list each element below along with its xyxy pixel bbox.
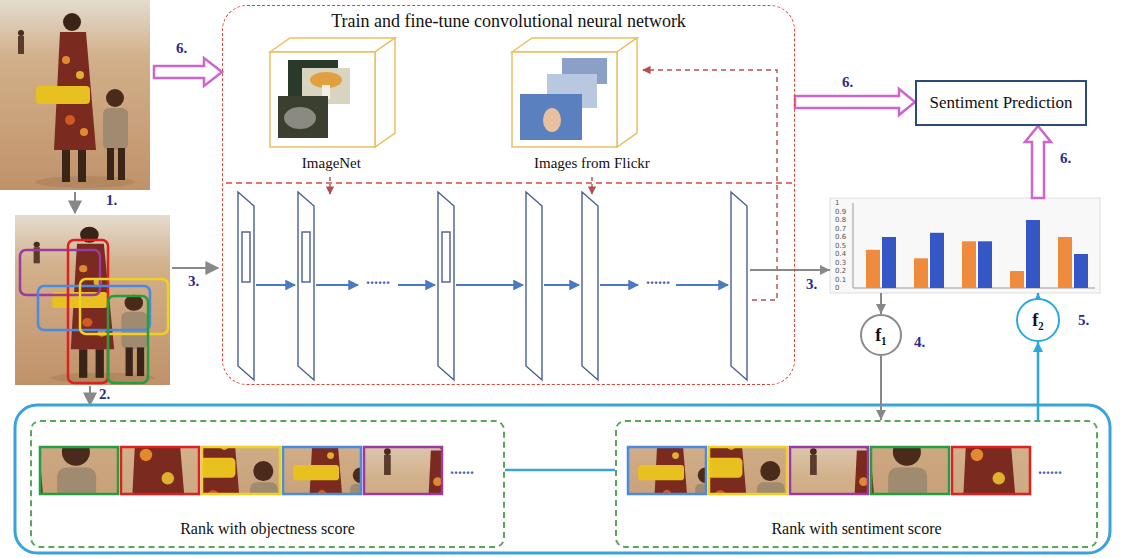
connector <box>876 356 886 420</box>
hollow-arrow <box>795 89 915 115</box>
axis-tick: 0.1 <box>835 276 846 284</box>
box-title: Train and fine-tune convolutional neural… <box>331 11 686 32</box>
hollow-arrow <box>1025 126 1051 198</box>
dataset-box: ImageNet <box>261 34 401 174</box>
connector <box>1033 342 1043 420</box>
arrow <box>89 386 91 405</box>
hollow-arrow <box>154 58 222 86</box>
ranking-caption: Rank with objectness score <box>180 520 355 538</box>
score-chart: 10.90.80.70.60.50.40.30.20.10 <box>830 198 1100 293</box>
axis-tick: 0.2 <box>835 267 846 275</box>
bar-chart <box>830 198 1100 293</box>
output-line <box>750 269 795 271</box>
function-circle: f₂ <box>1016 298 1060 342</box>
callout-number: 2. <box>99 386 110 403</box>
ranking-box: Rank with objectness score <box>30 420 505 548</box>
cnn-layers <box>238 192 747 380</box>
callout-number: 6. <box>176 40 187 57</box>
photo <box>0 0 150 190</box>
axis-tick: 0 <box>835 284 839 292</box>
axis-tick: 0.8 <box>835 216 846 224</box>
callout-number: 5. <box>1078 312 1089 329</box>
arrow <box>74 192 76 213</box>
image-cube <box>270 38 395 147</box>
axis-tick: 0.6 <box>835 233 846 241</box>
dataset-name: Images from Flickr <box>534 155 650 172</box>
ellipsis: ...... <box>366 270 390 288</box>
image-cube <box>512 38 637 147</box>
divider <box>226 182 792 183</box>
callout-number: 3. <box>806 276 817 293</box>
dataset-name: ImageNet <box>302 155 361 172</box>
region-strip <box>607 299 1108 558</box>
callout-number: 3. <box>188 273 199 290</box>
output-text: Sentiment Prediction <box>929 93 1072 113</box>
callout-number: 6. <box>1060 150 1071 167</box>
axis-tick: 0.4 <box>835 250 846 258</box>
photo <box>15 215 170 385</box>
arrow <box>172 267 218 269</box>
object-boxes <box>20 240 168 383</box>
dataset-box: Images from Flickr <box>504 34 679 174</box>
ranking-caption: Rank with sentiment score <box>771 520 941 538</box>
function-name: f₁ <box>875 325 886 346</box>
callout-number: 4. <box>914 334 925 351</box>
callout-number: 6. <box>842 74 853 91</box>
function-circle: f₁ <box>860 314 902 356</box>
axis-tick: 1 <box>835 199 839 207</box>
function-name: f₂ <box>1032 310 1043 331</box>
ranking-box: Rank with sentiment score <box>615 420 1098 548</box>
axis-tick: 0.5 <box>835 242 846 250</box>
callout-number: 1. <box>106 192 117 209</box>
panel-link <box>505 469 615 472</box>
connector <box>795 265 830 275</box>
network-box: Train and fine-tune convolutional neural… <box>222 5 795 385</box>
axis-tick: 0.3 <box>835 259 846 267</box>
dashed-arrow <box>591 177 592 194</box>
ellipsis: ...... <box>646 270 670 288</box>
dashed-arrow <box>329 177 330 194</box>
axis-tick: 0.7 <box>835 225 846 233</box>
axis-tick: 0.9 <box>835 208 846 216</box>
dashed-arrow <box>643 70 777 300</box>
ellipsis: ...... <box>450 460 474 478</box>
region-strip <box>0 299 531 558</box>
output-box: Sentiment Prediction <box>915 80 1087 126</box>
ellipsis: ...... <box>1038 460 1062 478</box>
connector <box>876 293 886 314</box>
